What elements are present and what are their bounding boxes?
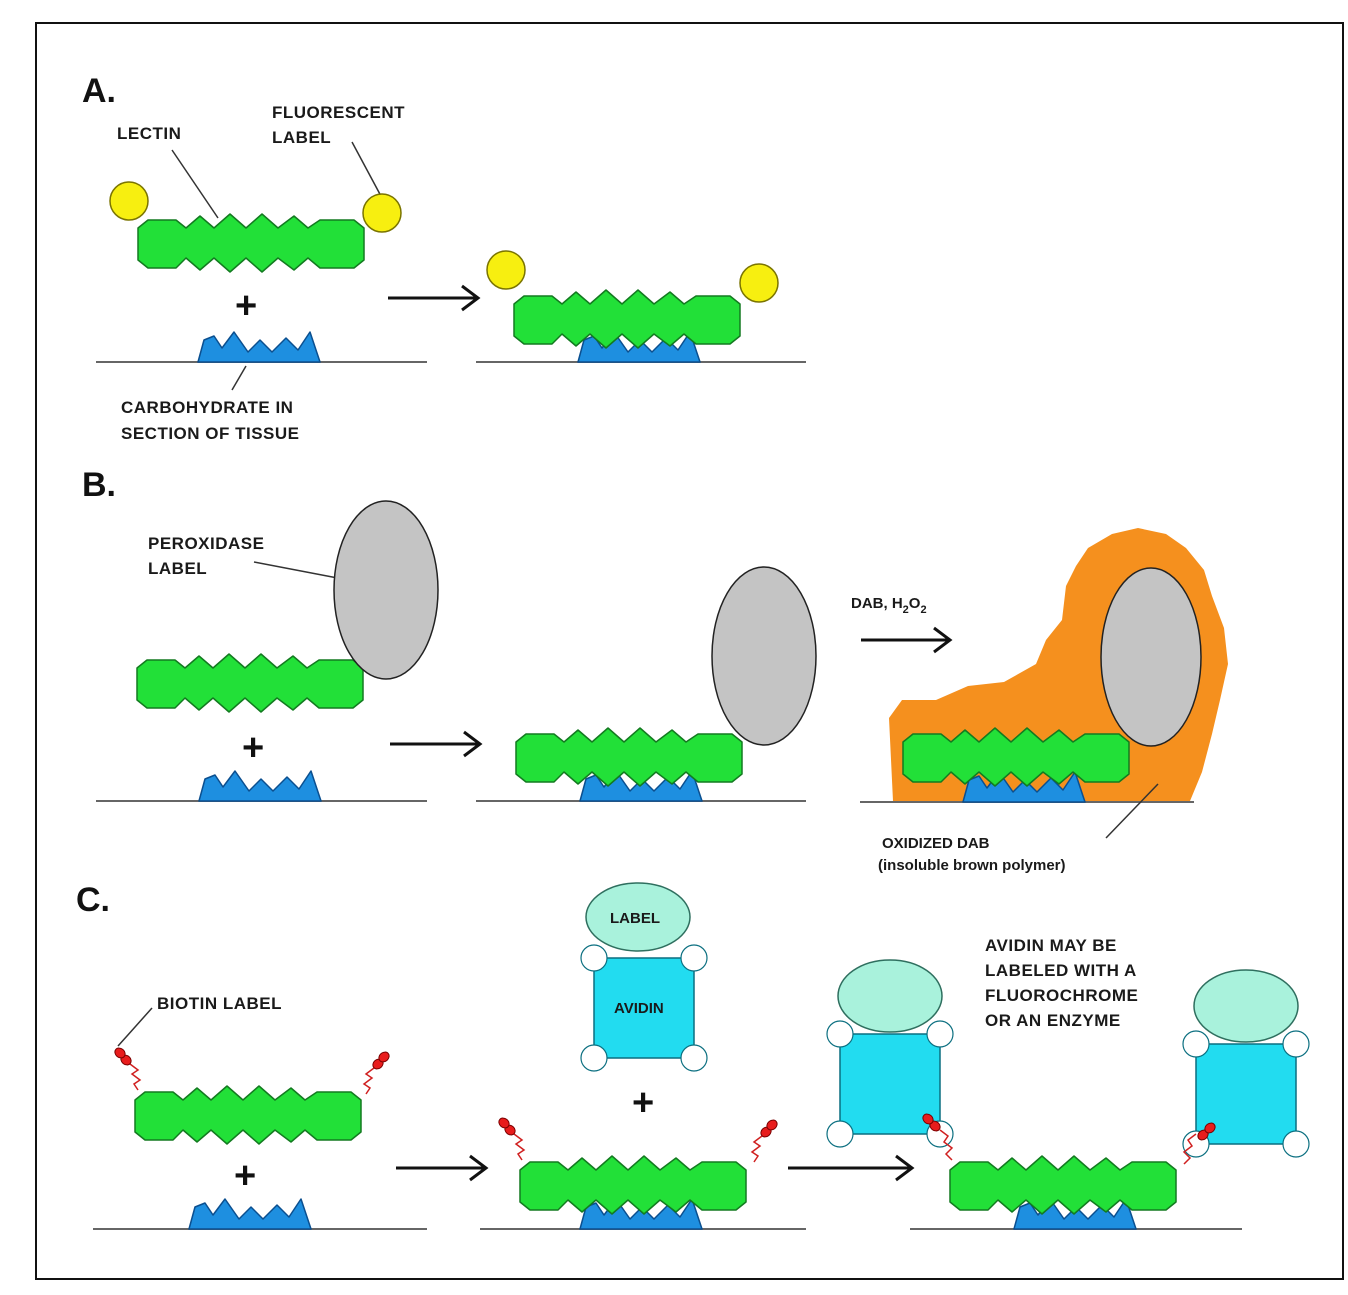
reagent-subscript-1: 2: [903, 604, 909, 616]
biotin-linker-left: [939, 1129, 954, 1161]
avidin-note-line3: FLUOROCHROME: [985, 986, 1138, 1005]
bound-lectin: [513, 289, 741, 349]
oxidized-dab-label-line1: OXIDIZED DAB: [882, 835, 990, 852]
plus-sign: +: [235, 285, 257, 327]
fluorescent-leader-line: [351, 141, 383, 199]
figure-frame: [35, 22, 1344, 1280]
peroxidase-label-line2: LABEL: [148, 559, 207, 578]
reaction-arrow-head: [469, 1154, 489, 1182]
peroxidase-label: [333, 500, 439, 680]
oxidized-dab-label-line2: (insoluble brown polymer): [878, 857, 1066, 874]
carbohydrate-label-line1: CARBOHYDRATE IN: [121, 398, 293, 417]
fluorescent-label-right: [362, 193, 402, 233]
reaction-arrow-head: [895, 1154, 915, 1182]
biotin-label-left: [112, 1045, 141, 1091]
plus-sign: +: [234, 1155, 256, 1197]
panel-b-letter: B.: [82, 466, 116, 504]
avidin-label-left: [837, 959, 943, 1033]
bound-lectin: [519, 1155, 747, 1215]
lectin-label: LECTIN: [117, 124, 181, 143]
peroxidase-label: [1100, 567, 1202, 747]
avidin-note-line4: OR AN ENZYME: [985, 1011, 1121, 1030]
panel-c-letter: C.: [76, 881, 110, 919]
fluorescent-label-line1: FLUORESCENT: [272, 103, 405, 122]
oxidized-dab-leader-line: [1105, 783, 1159, 839]
biotin-label-right: [363, 1049, 392, 1095]
biotin-label-left: [496, 1115, 525, 1161]
fluorescent-label-left: [486, 250, 526, 290]
panel-b: B. PEROXIDASE LABEL + DAB, H2O2 OXIDIZED…: [82, 466, 1228, 874]
lectin-leader-line: [171, 149, 219, 219]
avidin-text: AVIDIN: [614, 1000, 664, 1017]
avidin-label: [585, 882, 691, 952]
labeled-avidin: LABEL AVIDIN: [580, 882, 708, 1072]
reagent-mid: O: [909, 595, 921, 612]
lectin-molecule: [137, 213, 365, 273]
reaction-arrow-head: [461, 284, 481, 312]
biotin-bead: [922, 1113, 934, 1125]
reagent-subscript-2: 2: [920, 604, 926, 616]
panel-a: A. LECTIN FLUORESCENT LABEL + CARBOHYDRA…: [82, 72, 806, 443]
avidin-note-line2: LABELED WITH A: [985, 961, 1137, 980]
fluorescent-label-left: [109, 181, 149, 221]
biotin-bead: [1204, 1122, 1216, 1134]
reagent-label: DAB, H2O2: [851, 595, 927, 616]
biotin-label-right: [751, 1117, 780, 1163]
plus-sign: +: [632, 1082, 654, 1124]
peroxidase-leader-line: [253, 561, 349, 581]
bound-lectin: [515, 727, 743, 787]
bound-lectin: [949, 1155, 1177, 1215]
avidin-label-right: [1193, 969, 1299, 1043]
carbohydrate: [188, 1198, 312, 1230]
peroxidase-label-line1: PEROXIDASE: [148, 534, 264, 553]
biotin-leader-line: [117, 1007, 153, 1047]
fluorescent-label-right: [739, 263, 779, 303]
biotin-linker-right: [1182, 1133, 1197, 1165]
panel-a-letter: A.: [82, 72, 116, 110]
biotin-label: BIOTIN LABEL: [157, 994, 282, 1013]
plus-sign: +: [242, 727, 264, 769]
reaction-arrow-head: [933, 626, 953, 654]
reaction-arrow-head: [463, 730, 483, 758]
carbohydrate-label-line2: SECTION OF TISSUE: [121, 424, 300, 443]
carbohydrate: [198, 770, 322, 802]
avidin-label-text: LABEL: [610, 910, 660, 927]
bound-lectin: [902, 727, 1130, 787]
avidin-note-line1: AVIDIN MAY BE: [985, 936, 1117, 955]
fluorescent-label-line2: LABEL: [272, 128, 331, 147]
reagent-main: DAB, H: [851, 595, 903, 612]
carbohydrate-leader-line: [231, 365, 247, 391]
panel-c: C. BIOTIN LABEL + LABEL AVIDIN + AVIDIN …: [76, 881, 1310, 1230]
lectin-molecule: [134, 1085, 362, 1145]
lectin-molecule: [136, 653, 364, 713]
carbohydrate: [197, 331, 321, 363]
peroxidase-label: [711, 566, 817, 746]
